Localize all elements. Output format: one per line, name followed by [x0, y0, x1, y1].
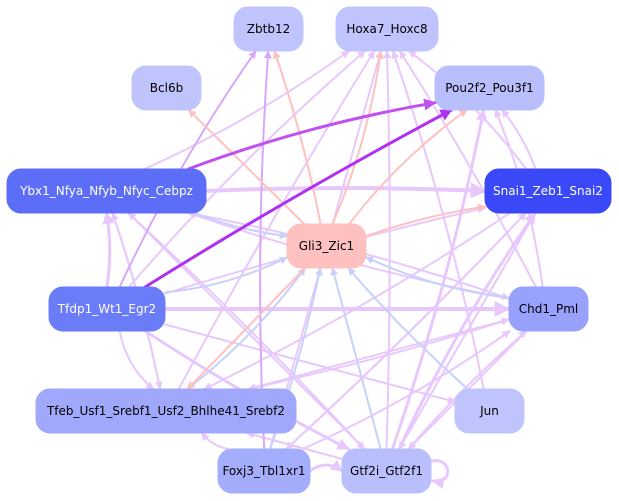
node-box — [233, 6, 304, 52]
edge-tfdp1-to-jun — [164, 323, 456, 404]
node-ybx1[interactable]: Ybx1_Nfya_Nfyb_Nfyc_Cebpz — [6, 168, 207, 214]
edge-gtf2i-to-gtf2i — [429, 459, 450, 489]
node-box — [341, 448, 432, 494]
edge-gli3-to-pou2f2 — [348, 109, 468, 225]
edge-ybx1-to-gtf2i — [127, 212, 366, 450]
edge-jun-to-hoxa7 — [391, 50, 485, 390]
node-box — [6, 168, 207, 214]
edge-gli3-to-bcl6b — [187, 109, 306, 225]
node-box — [484, 168, 612, 214]
edge-ybx1-to-pou2f2 — [186, 98, 437, 171]
edge-tfdp1-to-pou2f2 — [143, 108, 453, 289]
node-box — [217, 448, 311, 494]
node-label: Ybx1_Nfya_Nfyb_Nfyc_Cebpz — [19, 184, 193, 198]
node-label: Tfdp1_Wt1_Egr2 — [57, 302, 156, 316]
node-label: Jun — [479, 404, 499, 418]
node-label: Foxj3_Tbl1xr1 — [222, 464, 305, 478]
edge-gtf2i-to-tfeb — [245, 431, 343, 460]
edge-ybx1-to-hoxa7 — [143, 50, 350, 170]
edge-snai1-to-pou2f2 — [501, 109, 537, 170]
edge-foxj3-to-chd1 — [301, 330, 511, 450]
edge-gtf2i-to-snai1 — [397, 211, 537, 451]
edge-tfdp1-to-zbtb12 — [118, 50, 257, 288]
node-zbtb12[interactable]: Zbtb12 — [233, 6, 304, 52]
edge-ybx1-to-snai1 — [204, 182, 487, 199]
node-label: Chd1_Pml — [519, 302, 579, 316]
edge-tfdp1-to-tfeb — [118, 330, 155, 390]
edge-tfeb-to-hoxa7 — [177, 50, 376, 390]
edge-tfdp1-to-hoxa7 — [128, 50, 366, 288]
node-label: Zbtb12 — [247, 22, 290, 36]
edge-gli3-to-tfeb — [186, 267, 307, 390]
edge-foxj3-to-gtf2i — [308, 459, 344, 473]
edge-chd1-to-gli3 — [365, 256, 510, 299]
node-gtf2i[interactable]: Gtf2i_Gtf2f1 — [341, 448, 432, 494]
node-box — [131, 65, 202, 111]
edge-tfdp1-to-ybx1 — [102, 211, 115, 289]
edge-tfeb-to-gli3 — [186, 267, 307, 390]
node-box — [48, 286, 166, 332]
node-gli3[interactable]: Gli3_Zic1 — [286, 223, 367, 269]
edge-gli3-to-hoxa7 — [331, 50, 384, 225]
node-foxj3[interactable]: Foxj3_Tbl1xr1 — [217, 448, 311, 494]
node-box — [335, 6, 439, 52]
node-box — [286, 223, 367, 269]
node-box — [434, 65, 545, 111]
node-label: Snai1_Zeb1_Snai2 — [493, 184, 603, 198]
node-chd1[interactable]: Chd1_Pml — [508, 286, 589, 332]
node-box — [508, 286, 589, 332]
edge-gli3-to-zbtb12 — [272, 50, 322, 225]
edge-gli3-to-snai1 — [365, 203, 486, 238]
edge-tfdp1-to-gli3 — [164, 256, 288, 294]
edges-layer — [102, 50, 544, 489]
node-box — [35, 388, 297, 434]
node-label: Bcl6b — [150, 81, 183, 95]
node-label: Pou2f2_Pou3f1 — [445, 81, 534, 95]
node-bcl6b[interactable]: Bcl6b — [131, 65, 202, 111]
node-label: Gli3_Zic1 — [299, 239, 354, 253]
edge-gtf2i-to-gli3 — [330, 267, 382, 450]
edge-gtf2i-to-ybx1 — [127, 212, 366, 450]
node-tfdp1[interactable]: Tfdp1_Wt1_Egr2 — [48, 286, 166, 332]
node-pou2f2[interactable]: Pou2f2_Pou3f1 — [434, 65, 545, 111]
edge-gtf2i-to-hoxa7 — [383, 50, 392, 450]
edge-snai1-to-tfeb — [203, 212, 511, 390]
node-label: Tfeb_Usf1_Srebf1_Usf2_Bhlhe41_Srebf2 — [46, 404, 285, 418]
node-tfeb[interactable]: Tfeb_Usf1_Srebf1_Usf2_Bhlhe41_Srebf2 — [35, 388, 297, 434]
edge-tfeb-to-chd1 — [247, 317, 510, 390]
edge-foxj3-to-tfeb — [200, 432, 230, 450]
edge-jun-to-gli3 — [347, 267, 469, 390]
edge-chd1-to-tfeb — [247, 318, 510, 392]
node-hoxa7[interactable]: Hoxa7_Hoxc8 — [335, 6, 439, 52]
node-jun[interactable]: Jun — [454, 388, 525, 434]
node-snai1[interactable]: Snai1_Zeb1_Snai2 — [484, 168, 612, 214]
node-box — [454, 388, 525, 434]
node-label: Gtf2i_Gtf2f1 — [350, 464, 423, 478]
edge-gtf2i-to-pou2f2 — [390, 108, 488, 451]
node-label: Hoxa7_Hoxc8 — [346, 22, 427, 36]
